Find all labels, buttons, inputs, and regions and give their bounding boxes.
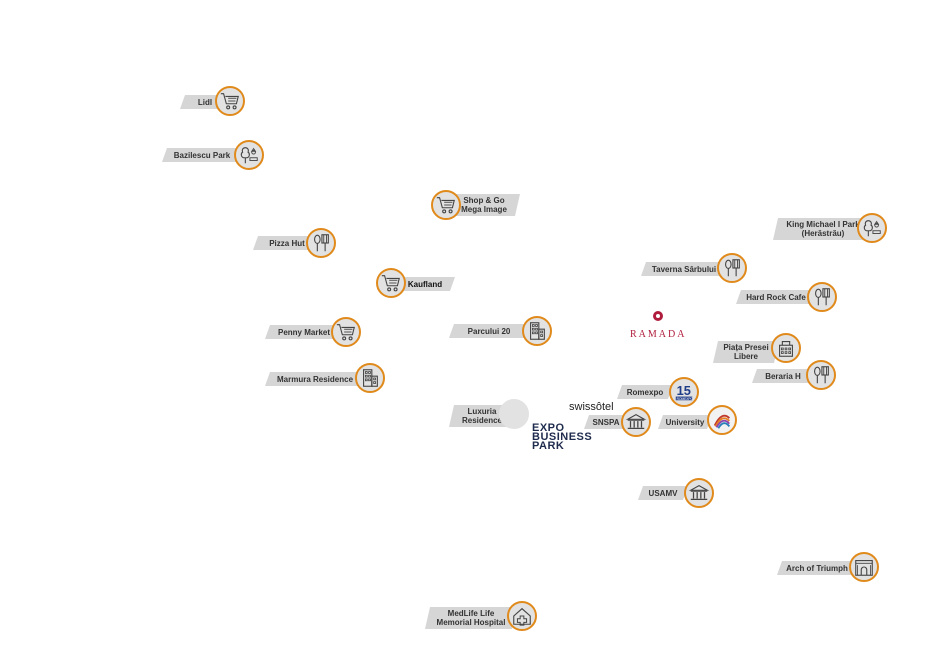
hospital-icon: [507, 601, 537, 631]
expo-line2: BUSINESS: [532, 431, 593, 443]
park-icon: [234, 140, 264, 170]
cart-icon: [215, 86, 245, 116]
poi-label-line1: Shop & Go: [463, 196, 505, 205]
cart-icon: [431, 190, 461, 220]
building-icon: [355, 363, 385, 393]
press-building-icon: [771, 333, 801, 363]
cart-icon: [376, 268, 406, 298]
poi-label: Piața Presei Libere: [713, 341, 779, 363]
svg-text:15: 15: [677, 383, 691, 398]
institution-icon: [621, 407, 651, 437]
poi-label: Penny Market: [265, 325, 343, 339]
poi-label: MedLife Life Memorial Hospital: [425, 607, 517, 629]
expo-line1: EXPO: [532, 422, 565, 434]
poi-label: Bazilescu Park: [162, 148, 242, 162]
poi-label: King Michael I Park (Herăstrău): [773, 218, 873, 240]
poi-label-line1: Luxuria: [467, 407, 497, 416]
restaurant-icon: [306, 228, 336, 258]
institution-icon: [684, 478, 714, 508]
poi-label: Romexpo: [617, 385, 673, 399]
poi-label-line2: (Herăstrău): [801, 229, 845, 238]
restaurant-icon: [807, 282, 837, 312]
poi-label: University: [658, 415, 712, 429]
poi-label: Arch of Triumph: [777, 561, 857, 575]
expo-line3: PARK: [532, 440, 565, 452]
ramada-text: RAMADA: [630, 329, 687, 340]
poi-label-line1: MedLife Life: [447, 609, 495, 618]
poi-label: USAMV: [638, 486, 688, 500]
poi-label-line1: King Michael I Park: [786, 220, 860, 229]
poi-label: SNSPA: [584, 415, 628, 429]
poi-label: Kaufland: [395, 277, 455, 291]
swissotel-logo[interactable]: swissôtel: [569, 401, 614, 413]
building-icon: [499, 399, 529, 429]
poi-label: Marmura Residence: [265, 372, 365, 386]
poi-label-line2: Mega Image: [461, 205, 507, 214]
poi-label: Pizza Hut: [253, 236, 321, 250]
poi-label: Beraria H: [752, 369, 814, 383]
cart-icon: [331, 317, 361, 347]
poi-label-line2: Libere: [733, 352, 758, 361]
poi-label-line1: Piața Presei: [723, 343, 769, 352]
expo-business-park-logo[interactable]: EXPO BUSINESS PARK: [532, 422, 593, 452]
poi-label: Taverna Sârbului: [641, 262, 727, 276]
poi-label: Hard Rock Cafe: [736, 290, 816, 304]
poi-label: Luxuria Residence: [449, 405, 515, 427]
ramada-flower-icon: [653, 311, 664, 321]
restaurant-icon: [806, 360, 836, 390]
restaurant-icon: [717, 253, 747, 283]
ramada-logo[interactable]: RAMADA: [630, 310, 686, 342]
building-icon: [522, 316, 552, 346]
park-icon: [857, 213, 887, 243]
romexpo-badge-text: ROMEXPO: [677, 397, 694, 401]
poi-label-line2: Residence: [461, 416, 503, 425]
poi-label: Shop & Go Mega Image: [448, 194, 520, 216]
arch-icon: [849, 552, 879, 582]
poi-label-line2: Memorial Hospital: [436, 618, 506, 627]
university-logo-icon: [707, 405, 737, 435]
poi-label: Parcului 20: [449, 324, 529, 338]
